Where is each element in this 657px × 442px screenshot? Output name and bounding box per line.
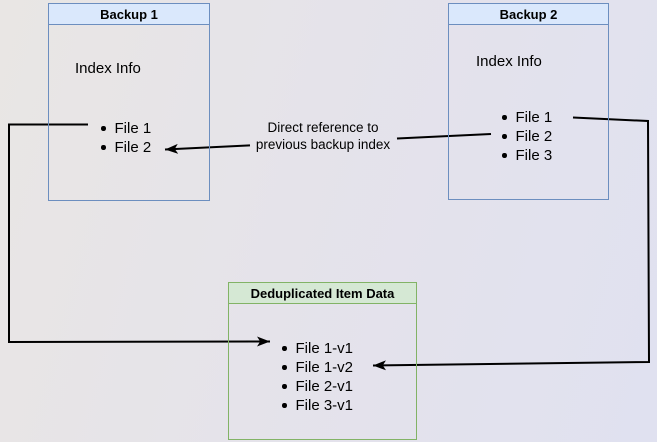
file-list-item: File 3-v1 [282, 396, 353, 415]
file-label: File 1-v2 [295, 359, 354, 376]
file-label: File 1-v1 [295, 340, 354, 357]
backup2-node: Backup 2 Index Info File 1 File 2 File 3 [448, 3, 609, 200]
file-list-item: File 2 [502, 127, 552, 146]
dedup-file-list: File 1-v1 File 1-v2 File 2-v1 File 3-v1 [282, 339, 353, 415]
bullet-icon [282, 384, 287, 389]
bullet-icon [502, 134, 507, 139]
connector-label-line1: Direct reference to [267, 120, 379, 135]
file-list-item: File 2 [101, 138, 151, 157]
backup1-subtitle: Index Info [75, 60, 141, 77]
backup2-title: Backup 2 [449, 4, 608, 25]
backup1-file-list: File 1 File 2 [101, 119, 151, 157]
file-label: File 3-v1 [295, 397, 354, 414]
bullet-icon [282, 365, 287, 370]
bullet-icon [502, 153, 507, 158]
bullet-icon [282, 403, 287, 408]
file-list-item: File 1 [502, 108, 552, 127]
file-label: File 3 [515, 147, 553, 164]
backup1-node: Backup 1 Index Info File 1 File 2 [48, 3, 210, 201]
file-list-item: File 1 [101, 119, 151, 138]
file-list-item: File 1-v2 [282, 358, 353, 377]
bullet-icon [282, 346, 287, 351]
dedup-node: Deduplicated Item Data File 1-v1 File 1-… [228, 282, 417, 440]
file-list-item: File 1-v1 [282, 339, 353, 358]
connector-label-line2: previous backup index [255, 137, 391, 152]
file-label: File 2 [114, 139, 152, 156]
connector-label: Direct reference to previous backup inde… [228, 119, 418, 153]
file-list-item: File 3 [502, 146, 552, 165]
backup2-subtitle: Index Info [476, 53, 542, 70]
file-label: File 1 [515, 109, 553, 126]
backup1-title: Backup 1 [49, 4, 209, 25]
file-label: File 1 [114, 120, 152, 137]
bullet-icon [101, 145, 106, 150]
file-label: File 2-v1 [295, 378, 354, 395]
bullet-icon [502, 115, 507, 120]
file-list-item: File 2-v1 [282, 377, 353, 396]
file-label: File 2 [515, 128, 553, 145]
bullet-icon [101, 126, 106, 131]
dedup-title: Deduplicated Item Data [229, 283, 416, 304]
backup2-file-list: File 1 File 2 File 3 [502, 108, 552, 165]
